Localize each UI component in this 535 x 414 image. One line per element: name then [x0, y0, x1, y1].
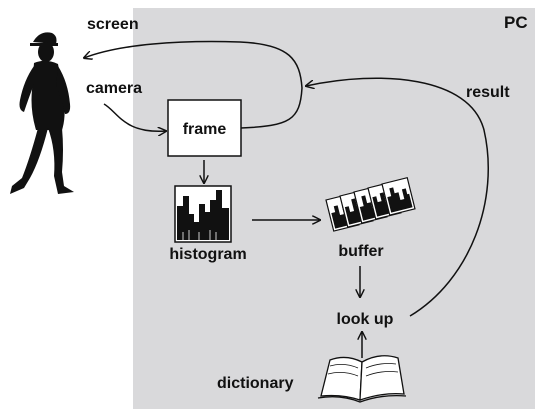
open-book-icon — [317, 355, 407, 403]
frame-box — [167, 99, 242, 157]
pc-label: PC — [504, 13, 528, 32]
result-label: result — [466, 84, 510, 101]
lookup-label: look up — [337, 311, 394, 328]
screen-arrow — [84, 40, 303, 89]
histogram-icon — [174, 185, 232, 243]
screen-label: screen — [87, 16, 139, 33]
buffer-label: buffer — [338, 243, 383, 260]
camera-arrow — [103, 103, 166, 131]
frame-to-screen-connector — [240, 87, 303, 129]
camera-label: camera — [86, 80, 142, 97]
histogram-label: histogram — [169, 246, 246, 263]
stacked-histograms-icon — [325, 176, 416, 232]
frame-label: frame — [183, 121, 227, 138]
dictionary-label: dictionary — [217, 375, 294, 392]
result-arrow — [306, 77, 490, 317]
walking-person-icon — [10, 32, 74, 194]
